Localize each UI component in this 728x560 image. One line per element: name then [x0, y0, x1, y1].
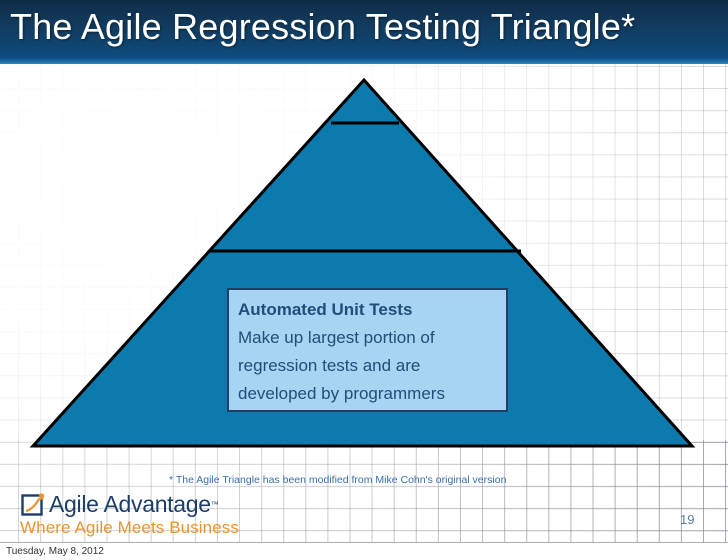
status-bar: Tuesday, May 8, 2012 [0, 542, 728, 560]
logo-primary-row: Agile Advantage ™ [20, 489, 235, 519]
logo-wordmark: Agile Advantage [49, 491, 211, 517]
page-title: The Agile Regression Testing Triangle* [10, 6, 636, 47]
callout-line-2: regression tests and are [238, 356, 421, 375]
triangle-diagram [0, 64, 728, 464]
logo-trademark: ™ [210, 499, 219, 509]
callout-box: Automated Unit Tests Make up largest por… [227, 288, 508, 412]
title-bar: The Agile Regression Testing Triangle* [0, 0, 728, 64]
footnote-text: * The Agile Triangle has been modified f… [169, 474, 507, 486]
agile-advantage-logo: Agile Advantage ™ Where Agile Meets Busi… [20, 489, 239, 541]
callout-line-3: developed by programmers [238, 384, 445, 403]
page-number: 19 [680, 512, 695, 527]
status-date: Tuesday, May 8, 2012 [6, 546, 104, 557]
callout-line-1: Make up largest portion of [238, 328, 435, 347]
callout-heading: Automated Unit Tests [238, 300, 413, 319]
logo-tagline: Where Agile Meets Business [20, 518, 239, 537]
triangle-body [29, 77, 696, 448]
checkbox-growth-arrow-icon [20, 491, 46, 517]
